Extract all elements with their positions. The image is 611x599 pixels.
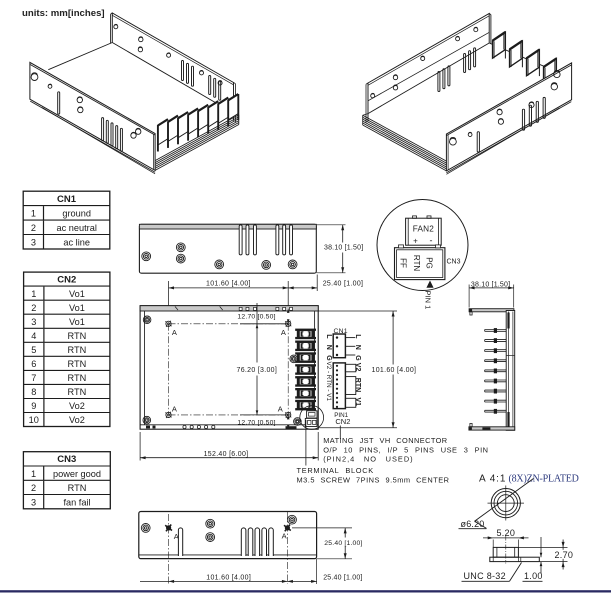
svg-text:V2: V2: [354, 363, 361, 372]
svg-text:2.70: 2.70: [555, 550, 574, 560]
svg-text:101.60 [4.00]: 101.60 [4.00]: [372, 367, 417, 374]
svg-text:RTN: RTN: [68, 359, 87, 369]
svg-text:PIN1: PIN1: [334, 412, 348, 419]
svg-text:CN1: CN1: [57, 194, 77, 205]
svg-text:N: N: [325, 345, 332, 350]
svg-text:Vo1: Vo1: [69, 289, 85, 299]
svg-text:76.20 [3.00]: 76.20 [3.00]: [237, 367, 278, 374]
svg-text:12.70 [0.50]: 12.70 [0.50]: [237, 419, 275, 426]
svg-text:ac line: ac line: [63, 238, 90, 248]
svg-text:A: A: [172, 405, 177, 414]
svg-text:TERMINAL BLOCK: TERMINAL BLOCK: [297, 466, 374, 475]
svg-text:5: 5: [31, 345, 36, 355]
svg-text:G: G: [354, 355, 361, 361]
svg-text:A: A: [172, 328, 177, 337]
svg-text:L: L: [325, 334, 332, 339]
svg-text:2: 2: [31, 223, 36, 233]
svg-text:1: 1: [31, 209, 36, 219]
svg-text:MATING JST VH CONNECTOR: MATING JST VH CONNECTOR: [323, 436, 447, 445]
svg-text:RTN: RTN: [68, 345, 87, 355]
svg-text:L: L: [354, 334, 361, 339]
svg-text:A: A: [278, 405, 283, 414]
svg-text:(8X)ZN-PLATED: (8X)ZN-PLATED: [509, 474, 579, 485]
svg-text:4: 4: [31, 331, 36, 341]
svg-text:CN1: CN1: [334, 328, 348, 335]
svg-text:3: 3: [31, 317, 36, 327]
svg-text:CN2: CN2: [335, 417, 350, 426]
svg-text:CN3: CN3: [57, 454, 76, 465]
svg-text:1.00: 1.00: [524, 571, 543, 581]
svg-text:A: A: [174, 532, 179, 541]
svg-text:power good: power good: [53, 469, 101, 479]
svg-text:A 4:1: A 4:1: [479, 474, 506, 485]
svg-text:2: 2: [31, 303, 36, 313]
svg-text:CN2: CN2: [57, 274, 76, 285]
svg-text:FAN2: FAN2: [413, 225, 435, 234]
svg-text:25.40 [1.00]: 25.40 [1.00]: [324, 540, 362, 547]
svg-text:V1: V1: [354, 398, 361, 407]
svg-text:RTN: RTN: [68, 483, 87, 493]
svg-text:1: 1: [31, 289, 36, 299]
svg-text:M3.5 SCREW 7PINS 9.5mm CENTER: M3.5 SCREW 7PINS 9.5mm CENTER: [297, 476, 450, 485]
svg-text:-: -: [430, 236, 433, 246]
svg-text:101.60 [4.00]: 101.60 [4.00]: [206, 281, 251, 288]
svg-text:RTN: RTN: [68, 387, 87, 397]
svg-text:25.40 [1.00]: 25.40 [1.00]: [323, 281, 364, 288]
svg-text:PIN 1: PIN 1: [423, 291, 432, 310]
svg-text:FF: FF: [398, 258, 407, 268]
svg-text:9: 9: [31, 401, 36, 411]
svg-text:38.10 [1.50]: 38.10 [1.50]: [471, 281, 510, 288]
svg-text:V2 - RTN - V1: V2 - RTN - V1: [325, 362, 332, 402]
svg-text:fan fail: fan fail: [63, 497, 90, 507]
svg-text:25.40 [1.00]: 25.40 [1.00]: [323, 574, 362, 581]
svg-text:units: mm[inches]: units: mm[inches]: [22, 8, 105, 19]
svg-text:RTN: RTN: [68, 373, 87, 383]
svg-text:RTN: RTN: [354, 378, 361, 392]
svg-text:ac neutral: ac neutral: [57, 223, 97, 233]
svg-text:152.40 [6.00]: 152.40 [6.00]: [204, 451, 249, 458]
svg-text:+: +: [413, 237, 418, 246]
svg-text:Vo1: Vo1: [69, 303, 85, 313]
svg-text:PG: PG: [425, 257, 434, 269]
svg-text:1: 1: [31, 469, 36, 479]
svg-text:UNC 8-32: UNC 8-32: [464, 571, 506, 581]
svg-text:7: 7: [31, 373, 36, 383]
svg-text:101.60 [4.00]: 101.60 [4.00]: [206, 574, 251, 581]
svg-text:RTN: RTN: [412, 255, 421, 272]
svg-text:A: A: [281, 328, 286, 337]
svg-text:N: N: [354, 345, 361, 350]
svg-text:G: G: [325, 355, 332, 361]
svg-text:Vo2: Vo2: [69, 401, 85, 411]
svg-text:RTN: RTN: [68, 331, 87, 341]
svg-text:CN3: CN3: [447, 259, 461, 266]
svg-text:O/P 10 PINS, I/P 5 PINS USE 3: O/P 10 PINS, I/P 5 PINS USE 3 PIN: [323, 445, 488, 454]
svg-text:A: A: [282, 532, 287, 541]
svg-text:38.10 [1.50]: 38.10 [1.50]: [324, 244, 363, 251]
svg-text:3: 3: [31, 238, 36, 248]
svg-text:(PIN2,4 NO USED): (PIN2,4 NO USED): [323, 455, 413, 464]
svg-text:5.20: 5.20: [496, 528, 515, 538]
svg-text:Vo2: Vo2: [69, 415, 85, 425]
svg-text:8: 8: [31, 387, 36, 397]
svg-text:10: 10: [29, 415, 39, 425]
svg-text:ground: ground: [62, 209, 91, 219]
svg-text:12.70 [0.50]: 12.70 [0.50]: [237, 314, 275, 321]
svg-text:ø6.20: ø6.20: [461, 519, 485, 529]
svg-text:2: 2: [31, 483, 36, 493]
svg-text:6: 6: [31, 359, 36, 369]
svg-text:Vo1: Vo1: [69, 317, 85, 327]
svg-text:3: 3: [31, 497, 36, 507]
